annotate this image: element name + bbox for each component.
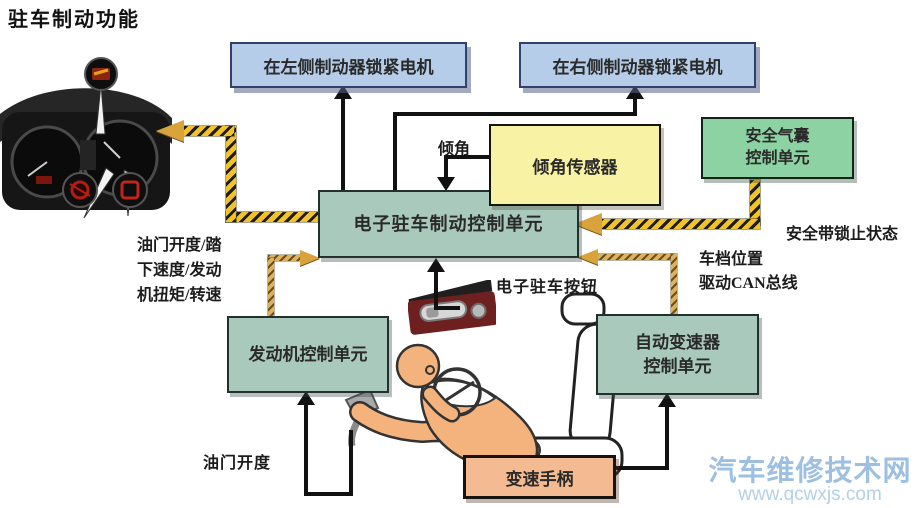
box-airbag-control-unit: 安全气囊 控制单元 xyxy=(701,117,854,179)
arrowhead-up-icon xyxy=(334,85,352,99)
gold-arrowhead-left-icon xyxy=(574,213,602,235)
tan-arrow-transmission-to-epb xyxy=(596,254,674,260)
gold-arrowhead-left-icon xyxy=(156,120,184,142)
arrow-epb-to-left-motor xyxy=(341,97,345,190)
label-incline: 倾角 xyxy=(438,141,471,158)
box-label: 倾角传感器 xyxy=(532,157,618,177)
hazard-arrow-epb-to-dashboard xyxy=(184,126,234,136)
label-gear-position: 车档位置 xyxy=(699,251,764,268)
arrowhead-up-icon xyxy=(297,391,315,405)
arrow-sensor-to-epb xyxy=(444,155,448,179)
box-label-line2: 控制单元 xyxy=(643,356,712,376)
label-seatbelt-status: 安全带锁止状态 xyxy=(786,226,899,243)
box-label: 变速手柄 xyxy=(505,469,574,489)
label-engine-data: 油门开度/踏 下速度/发动 机扭矩/转速 xyxy=(137,233,221,308)
label-epb-button: 电子驻车按钮 xyxy=(496,279,599,296)
label-throttle-opening: 油门开度 xyxy=(203,455,272,472)
box-label: 在左侧制动器锁紧电机 xyxy=(263,57,434,77)
arrow-pedal-to-engine xyxy=(349,430,353,496)
arrow-epb-to-right-motor xyxy=(393,112,637,116)
parking-lamp-icon xyxy=(120,180,140,200)
box-label: 在右侧制动器锁紧电机 xyxy=(552,57,723,77)
hazard-arrow-epb-to-dashboard xyxy=(226,212,318,222)
box-label-line1: 自动变速器 xyxy=(635,332,720,352)
arrow-epb-to-right-motor xyxy=(393,114,397,190)
arrow-pedal-to-engine xyxy=(304,403,308,496)
arrow-button-to-epb xyxy=(434,270,438,310)
hazard-arrow-airbag-to-epb xyxy=(600,219,760,229)
hazard-arrow-epb-to-dashboard xyxy=(226,126,236,222)
box-epb-control-unit: 电子驻车制动控制单元 xyxy=(318,190,579,258)
box-shift-lever: 变速手柄 xyxy=(463,455,616,499)
arrow-pedal-to-engine xyxy=(304,492,353,496)
warning-lamp-callout-right xyxy=(112,172,148,208)
driver-arm xyxy=(424,388,458,420)
arrow-button-to-epb xyxy=(434,306,460,310)
instrument-cluster-photo xyxy=(0,57,172,219)
arrowhead-down-icon xyxy=(437,177,455,191)
gold-arrowhead-right-icon xyxy=(300,250,320,266)
box-label-line1: 安全气囊 xyxy=(745,128,810,145)
watermark: 汽车维修技术网 www.qcwxjs.com xyxy=(700,456,920,505)
watermark-site-name: 汽车维修技术网 xyxy=(708,455,912,486)
box-left-brake-motor: 在左侧制动器锁紧电机 xyxy=(230,42,467,88)
arrow-sensor-to-epb xyxy=(444,155,490,159)
label-engine-data-line3: 机扭矩/转速 xyxy=(137,287,222,304)
box-transmission-control-unit: 自动变速器 控制单元 xyxy=(596,314,759,395)
tan-arrow-transmission-to-epb xyxy=(671,254,677,314)
label-can-bus: 驱动CAN总线 xyxy=(699,275,798,292)
label-gear-can: 车档位置 驱动CAN总线 xyxy=(699,248,798,296)
driver-head xyxy=(395,343,441,389)
label-engine-data-line2: 下速度/发动 xyxy=(137,262,222,279)
label-engine-data-line1: 油门开度/踏 xyxy=(137,237,222,254)
arrow-shift-to-transmission xyxy=(613,466,669,470)
box-label: 发动机控制单元 xyxy=(248,344,368,364)
page-title: 驻车制动功能 xyxy=(8,7,140,31)
box-engine-control-unit: 发动机控制单元 xyxy=(227,316,389,393)
seat-headrest xyxy=(560,292,606,326)
epb-button-photo xyxy=(408,280,496,335)
watermark-site-url: www.qcwxjs.com xyxy=(738,484,882,506)
arrow-shift-to-transmission xyxy=(665,405,669,470)
tan-arrow-engine-to-epb xyxy=(268,258,274,316)
hazard-arrow-airbag-to-epb xyxy=(750,180,760,225)
box-label-line2: 控制单元 xyxy=(745,150,810,167)
arrowhead-up-icon xyxy=(427,258,445,272)
box-incline-sensor: 倾角传感器 xyxy=(489,124,661,206)
arrowhead-up-icon xyxy=(658,393,676,407)
tan-arrow-engine-to-epb xyxy=(268,255,302,261)
gold-arrowhead-left-icon xyxy=(578,249,598,265)
box-right-brake-motor: 在右侧制动器锁紧电机 xyxy=(519,42,756,88)
arrow-epb-to-right-motor xyxy=(633,98,637,114)
box-label: 电子驻车制动控制单元 xyxy=(353,214,544,234)
arrowhead-up-icon xyxy=(626,85,644,99)
